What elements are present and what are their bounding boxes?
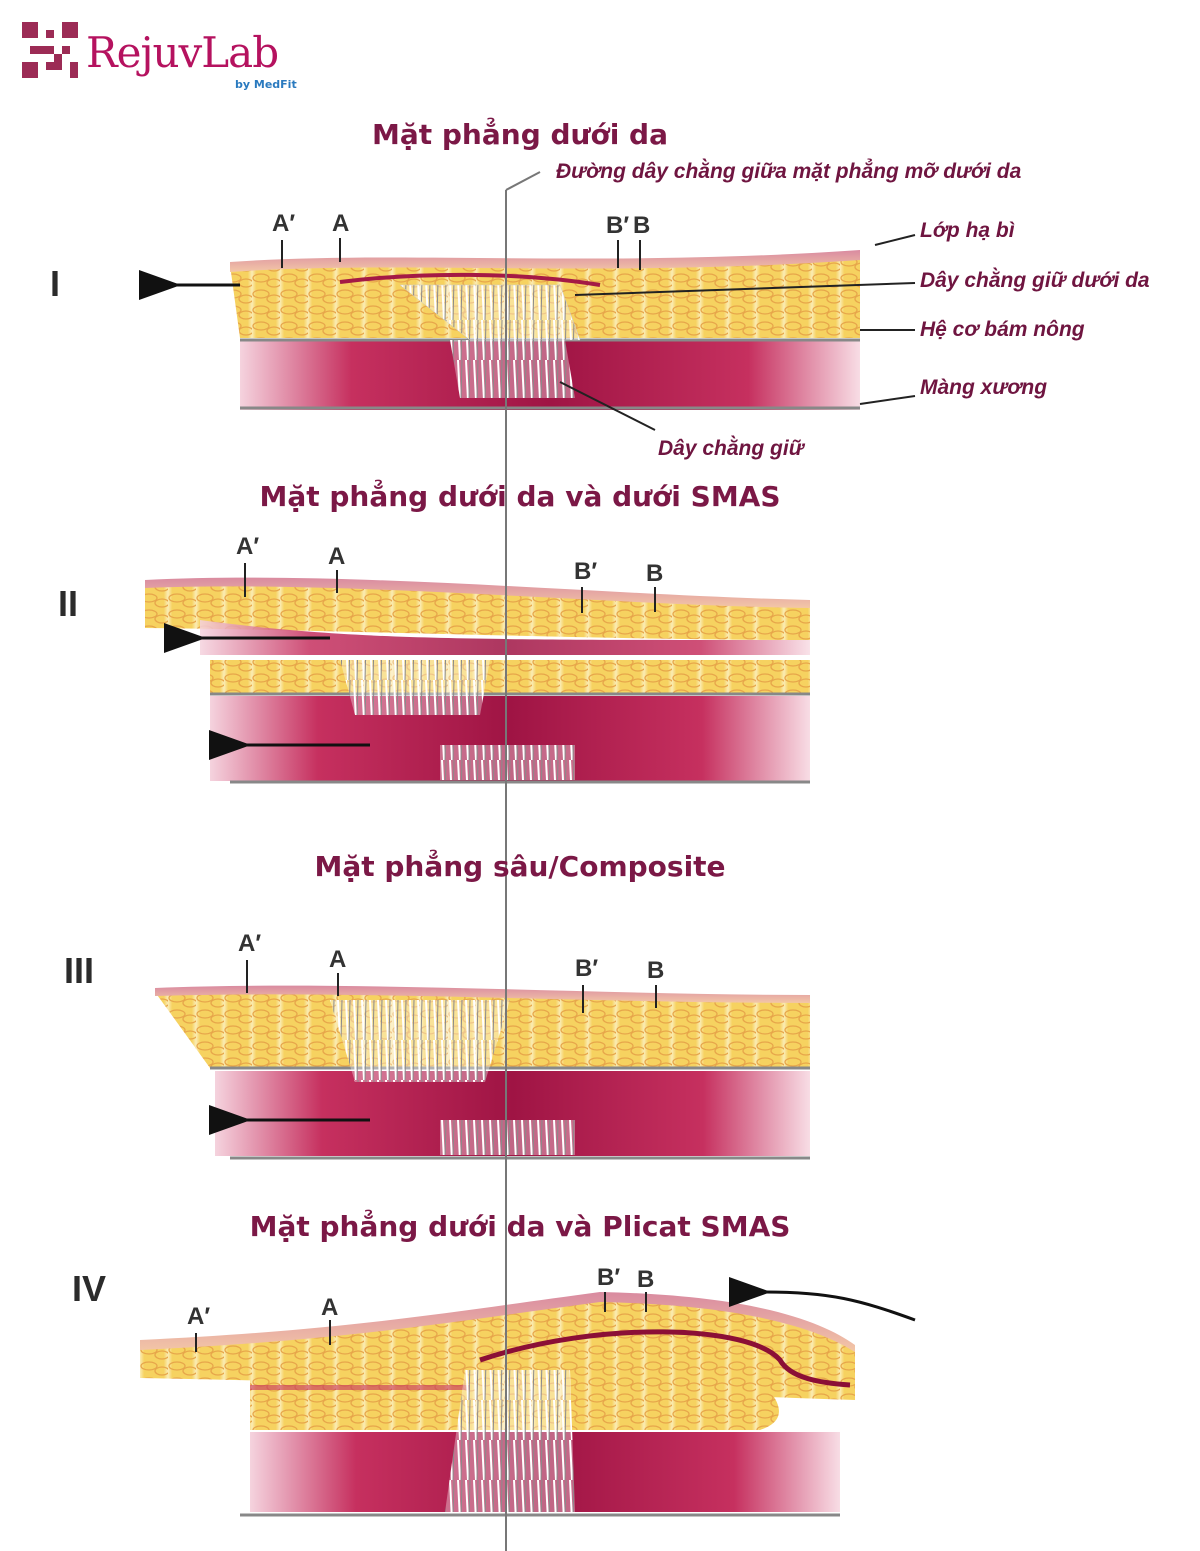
panel-2-illustration: [145, 577, 810, 784]
panel-3-title: Mặt phẳng sâu/Composite: [314, 850, 726, 883]
panel-4-numeral: IV: [72, 1268, 107, 1309]
subcutaneous-ligament-label: Dây chằng giữ dưới da: [920, 269, 1150, 292]
point-a: A: [329, 946, 347, 973]
point-a: A: [332, 210, 350, 237]
point-a: A: [328, 543, 346, 570]
point-a-prime: A′: [187, 1303, 211, 1330]
retaining-ligament-label: Dây chằng giữ: [658, 437, 804, 460]
brand-logo: RejuvLab by MedFit: [20, 20, 320, 100]
panel-1-illustration: [139, 250, 860, 410]
panel-2-title: Mặt phẳng dưới da và dưới SMAS: [259, 480, 781, 513]
panel-3-numeral: III: [64, 950, 95, 991]
point-ticks: [195, 238, 657, 1352]
point-a-prime: A′: [272, 210, 296, 237]
panel-2-numeral: II: [58, 583, 79, 624]
point-b: B: [633, 212, 651, 239]
midline-label: Đường dây chằng giữa mặt phẳng mỡ dưới d…: [556, 160, 1022, 183]
panel-4-title: Mặt phẳng dưới da và Plicat SMAS: [249, 1210, 791, 1243]
smas-label: Hệ cơ bám nông: [920, 318, 1085, 341]
brand-byline: by MedFit: [235, 78, 297, 91]
point-b: B: [647, 957, 665, 984]
point-a-prime: A′: [238, 930, 262, 957]
point-a: A: [321, 1294, 339, 1321]
panel-1-title: Mặt phẳng dưới da: [372, 118, 668, 151]
brand-name: RejuvLab: [86, 28, 279, 77]
point-b: B: [646, 560, 664, 587]
point-a-prime: A′: [236, 533, 260, 560]
panel-3-illustration: [155, 985, 810, 1160]
point-b-prime: B′: [597, 1264, 621, 1291]
qr-code-icon: [22, 22, 78, 78]
dermis-label: Lớp hạ bì: [920, 219, 1015, 242]
point-b-prime: B′: [575, 955, 599, 982]
periosteum-label: Màng xương: [920, 376, 1048, 399]
point-b-prime: B′: [574, 558, 598, 585]
point-b: B: [637, 1266, 655, 1293]
point-b-prime: B′: [606, 212, 630, 239]
panel-1-numeral: I: [50, 263, 61, 304]
panel-4-illustration: [140, 1276, 916, 1517]
